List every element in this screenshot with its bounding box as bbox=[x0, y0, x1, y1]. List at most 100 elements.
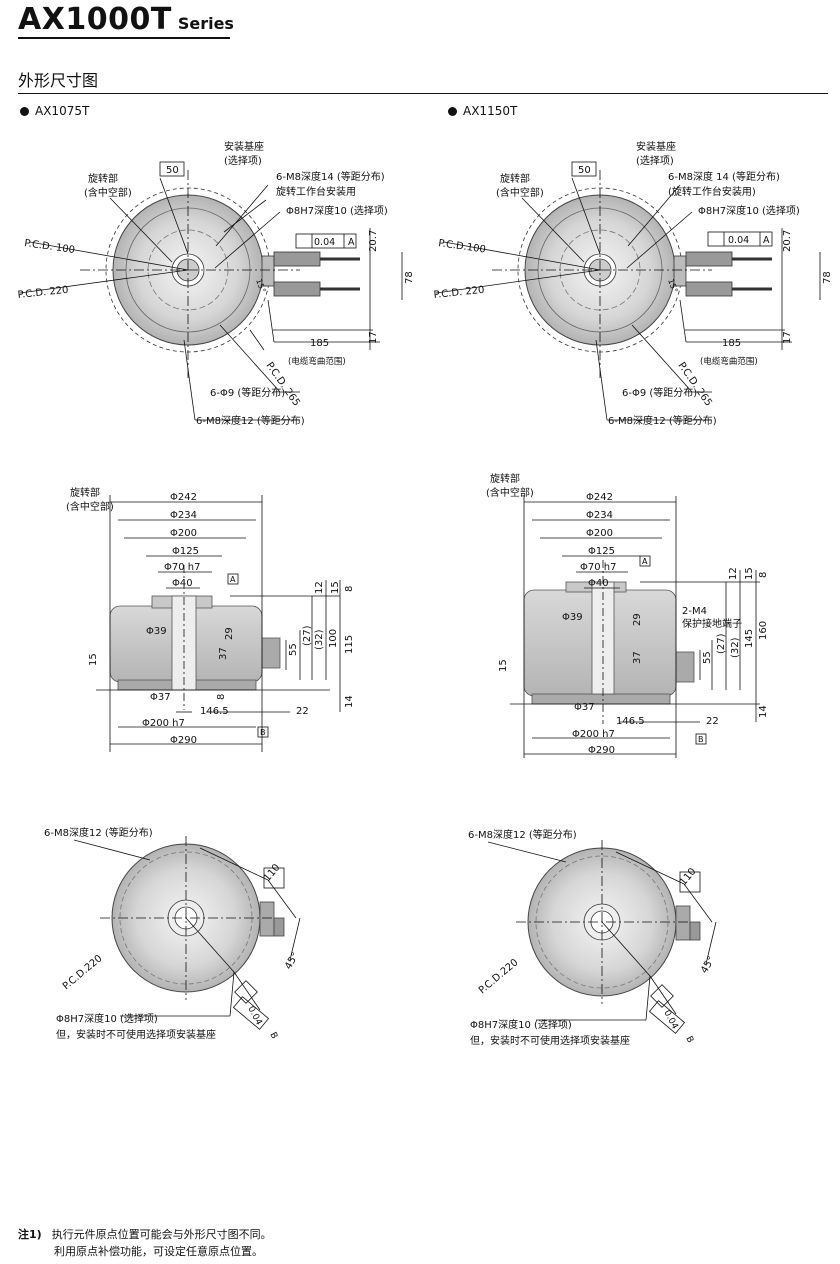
dim-29-r: 29 bbox=[632, 613, 643, 626]
label-m8-12-bottom-r: 6-M8深度12 (等距分布) bbox=[468, 828, 577, 841]
dim-d70-r: Φ70 h7 bbox=[580, 562, 616, 573]
label-ground: 保护接地端子 bbox=[682, 617, 742, 630]
angle-45-l: 45° bbox=[283, 951, 301, 972]
bullet-icon bbox=[20, 106, 29, 116]
model-name: AX1150T bbox=[463, 104, 518, 118]
dim-d234-l: Φ234 bbox=[170, 510, 197, 521]
dim-1465-l: 146.5 bbox=[200, 706, 229, 717]
label-pcd220-l: P.C.D. 220 bbox=[17, 285, 69, 301]
label-rotary-side-r: 旋转部 bbox=[490, 472, 520, 485]
label-pcd100-r: P.C.D.100 bbox=[438, 238, 487, 256]
label-phi9-r: 6-Φ9 (等距分布) bbox=[622, 386, 697, 399]
dim-d290-r: Φ290 bbox=[588, 745, 615, 756]
dim-d125-r: Φ125 bbox=[588, 546, 615, 557]
datum-b-bottom-r: B bbox=[683, 1035, 695, 1045]
dim-d40-r: Φ40 bbox=[588, 578, 609, 589]
angle-45-r: 45° bbox=[699, 955, 717, 976]
label-hollow-r: (含中空部) bbox=[496, 186, 544, 199]
dim-27-r: (27) bbox=[716, 633, 727, 654]
title-underline bbox=[18, 37, 230, 39]
dim-22-l: 22 bbox=[296, 706, 309, 717]
title-main: AX1000T bbox=[18, 2, 172, 37]
bullet-icon bbox=[448, 106, 457, 116]
dim-207-r: 20.7 bbox=[782, 230, 793, 252]
label-caveat-l: 但，安装时不可使用选择项安装基座 bbox=[56, 1028, 216, 1041]
label-m8-14-l: 6-M8深度14 (等距分布) bbox=[276, 170, 385, 183]
label-phi8-l: Φ8H7深度10 (选择项) bbox=[286, 204, 388, 217]
dim-d37-l: Φ37 bbox=[150, 692, 171, 703]
dim-160-r: 160 bbox=[758, 621, 769, 640]
dim-d37-r: Φ37 bbox=[574, 702, 595, 713]
label-hollow-side-l: (含中空部) bbox=[66, 500, 114, 513]
dim-17-l: 17 bbox=[368, 331, 379, 344]
dim-d70-l: Φ70 h7 bbox=[164, 562, 200, 573]
model-label-left: AX1075T bbox=[20, 104, 89, 118]
dim-12-l: 12 bbox=[314, 581, 325, 594]
label-optional-r: (选择项) bbox=[636, 154, 674, 167]
bottom-view-left bbox=[73, 836, 301, 1030]
label-pcd265-r: P.C.D. 265 bbox=[676, 360, 714, 408]
footnote-line-2: 利用原点补偿功能，可设定任意原点位置。 bbox=[54, 1245, 263, 1258]
label-m8-12-l: 6-M8深度12 (等距分布) bbox=[196, 414, 305, 427]
dim-d242-l: Φ242 bbox=[170, 492, 197, 503]
dim-d242-r: Φ242 bbox=[586, 492, 613, 503]
dim-185-r: 185 bbox=[722, 338, 741, 349]
label-install-base-r: 安装基座 bbox=[636, 140, 676, 153]
label-pcd265-l: P.C.D. 265 bbox=[264, 360, 302, 408]
footnote-line-1: 执行元件原点位置可能会与外形尺寸图不同。 bbox=[51, 1228, 272, 1241]
label-phi9-l: 6-Φ9 (等距分布) bbox=[210, 386, 285, 399]
label-pcd100-l: P.C.D. 100 bbox=[24, 238, 76, 256]
dim-55-l: 55 bbox=[288, 643, 299, 656]
dim-d39-r: Φ39 bbox=[562, 612, 583, 623]
dim-115-l: 115 bbox=[344, 635, 355, 654]
dim-15-side-r: 15 bbox=[498, 659, 509, 672]
dim-207-l: 20.7 bbox=[368, 230, 379, 252]
dim-8-top-l: 8 bbox=[344, 586, 355, 592]
label-pcd220-bottom-r: P.C.D.220 bbox=[477, 957, 521, 996]
datum-a-r: A bbox=[763, 235, 770, 246]
datum-b-side-r: B bbox=[698, 735, 704, 744]
side-view-left bbox=[96, 495, 341, 752]
label-cable-l: (电缆弯曲范围) bbox=[288, 356, 346, 367]
label-install-base-l: 安装基座 bbox=[224, 140, 264, 153]
dim-78-l: 78 bbox=[404, 271, 415, 284]
model-label-right: AX1150T bbox=[448, 104, 517, 118]
dim-17-r: 17 bbox=[782, 331, 793, 344]
label-table-mount-r: (旋转工作台安装用) bbox=[668, 185, 756, 198]
dim-d200-l: Φ200 bbox=[170, 528, 197, 539]
dim-8-low-l: 8 bbox=[216, 694, 227, 700]
dim-78-r: 78 bbox=[822, 271, 833, 284]
label-phi8-r: Φ8H7深度10 (选择项) bbox=[698, 204, 800, 217]
dim-32-l: (32) bbox=[314, 629, 325, 650]
label-m8-12-bottom-l: 6-M8深度12 (等距分布) bbox=[44, 826, 153, 839]
label-caveat-r: 但，安装时不可使用选择项安装基座 bbox=[470, 1034, 630, 1047]
dim-d40-l: Φ40 bbox=[172, 578, 193, 589]
dim-27-l: (27) bbox=[302, 625, 313, 646]
dim-185-l: 185 bbox=[310, 338, 329, 349]
label-m4: 2-M4 bbox=[682, 606, 707, 617]
label-optional-l: (选择项) bbox=[224, 154, 262, 167]
label-pcd220-bottom-l: P.C.D.220 bbox=[61, 953, 105, 992]
section-heading: 外形尺寸图 bbox=[18, 71, 99, 90]
model-name: AX1075T bbox=[35, 104, 90, 118]
dim-d39-l: Φ39 bbox=[146, 626, 167, 637]
dim-d125-l: Φ125 bbox=[172, 546, 199, 557]
datum-b-bottom-l: B bbox=[267, 1031, 279, 1041]
dim-110-l: 110 bbox=[262, 862, 283, 884]
dim-d234-r: Φ234 bbox=[586, 510, 613, 521]
dim-14-r: 14 bbox=[758, 705, 769, 718]
top-view-left bbox=[19, 161, 403, 421]
dim-15-top-r: 15 bbox=[744, 567, 755, 580]
datum-b-side-l: B bbox=[260, 728, 266, 737]
dim-50-l: 50 bbox=[166, 165, 179, 176]
flatness-r: 0.04 bbox=[728, 235, 749, 246]
datum-a-side-r: A bbox=[642, 557, 648, 566]
footnote-label: 注1) bbox=[18, 1228, 42, 1241]
label-rotary-r: 旋转部 bbox=[500, 172, 530, 185]
dim-1465-r: 146.5 bbox=[616, 716, 645, 727]
dim-29-l: 29 bbox=[224, 627, 235, 640]
label-m8-12-r: 6-M8深度12 (等距分布) bbox=[608, 414, 717, 427]
footnote: 注1) 执行元件原点位置可能会与外形尺寸图不同。 利用原点补偿功能，可设定任意原点… bbox=[18, 1226, 272, 1260]
label-cable-r: (电缆弯曲范围) bbox=[700, 356, 758, 367]
